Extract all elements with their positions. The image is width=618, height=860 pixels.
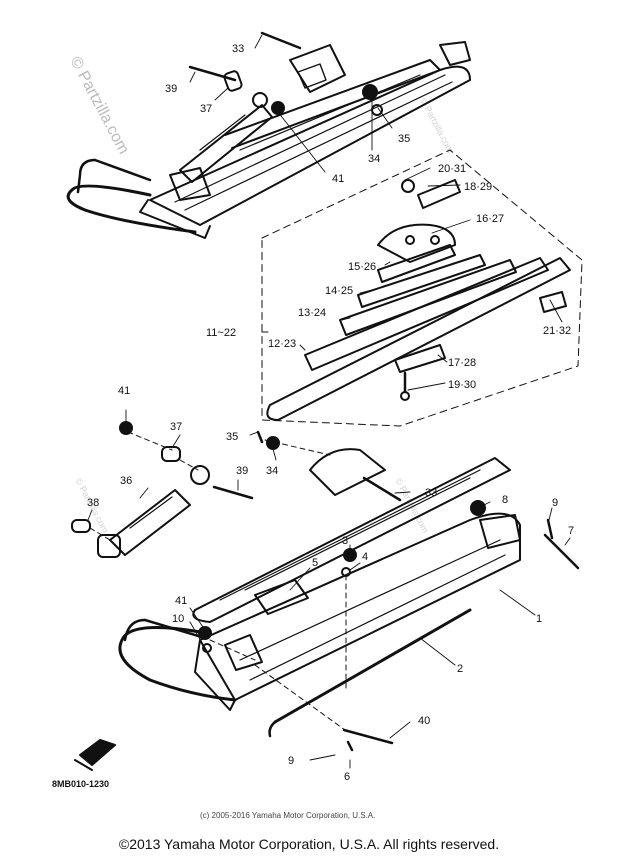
callout-37: 37 bbox=[200, 103, 212, 115]
callout-35: 35 bbox=[226, 431, 238, 443]
callout-17-28: 17·28 bbox=[448, 357, 476, 369]
watermark-partzilla: © Partzilla.com bbox=[66, 54, 132, 157]
callout-41: 41 bbox=[332, 173, 344, 185]
callout-21-32: 21·32 bbox=[543, 325, 571, 337]
callout-41: 41 bbox=[175, 595, 187, 607]
callout-2: 2 bbox=[457, 663, 463, 675]
callout-13-24: 13·24 bbox=[298, 307, 326, 319]
callout-37: 37 bbox=[170, 421, 182, 433]
callout-19-30: 19·30 bbox=[448, 379, 476, 391]
callout-35: 35 bbox=[398, 133, 410, 145]
copyright-notice: ©2013 Yamaha Motor Corporation, U.S.A. A… bbox=[118, 836, 500, 852]
callout-8: 8 bbox=[502, 494, 508, 506]
upper-ski-assembly bbox=[66, 31, 471, 239]
callout-38: 38 bbox=[87, 497, 99, 509]
callout-6: 6 bbox=[344, 771, 350, 783]
callout-39: 39 bbox=[165, 83, 177, 95]
callout-41: 41 bbox=[118, 385, 130, 397]
callout-15-26: 15·26 bbox=[348, 261, 376, 273]
callout-11-22: 11~22 bbox=[206, 327, 236, 339]
callout-3: 3 bbox=[342, 535, 348, 547]
callout-16-27: 16·27 bbox=[476, 213, 504, 225]
callout-36: 36 bbox=[120, 475, 132, 487]
callout-18-29: 18·29 bbox=[464, 181, 492, 193]
callout-labels: 33 39 37 35 34 41 20·31 18·29 16·27 15·2… bbox=[87, 43, 574, 783]
callout-14-25: 14·25 bbox=[325, 285, 353, 297]
callout-34: 34 bbox=[266, 465, 278, 477]
callout-12-23: 12·23 bbox=[268, 338, 296, 350]
callout-10: 10 bbox=[172, 613, 184, 625]
leaf-spring-exploded bbox=[261, 149, 583, 427]
callout-33: 33 bbox=[232, 43, 244, 55]
front-direction-arrow bbox=[74, 739, 116, 771]
callout-39: 39 bbox=[236, 465, 248, 477]
callout-20-31: 20·31 bbox=[438, 163, 466, 175]
callout-34: 34 bbox=[368, 153, 380, 165]
callout-33: 33 bbox=[425, 487, 437, 499]
callout-9: 9 bbox=[288, 755, 294, 767]
callout-1: 1 bbox=[536, 613, 542, 625]
callout-5: 5 bbox=[312, 557, 318, 569]
installation-lines bbox=[89, 431, 347, 731]
image-credit: (c) 2005-2016 Yamaha Motor Corporation, … bbox=[200, 811, 375, 820]
leader-lines bbox=[87, 34, 571, 769]
callout-9: 9 bbox=[552, 497, 558, 509]
diagram-code: 8MB010-1230 bbox=[52, 779, 109, 789]
callout-7: 7 bbox=[568, 525, 574, 537]
lower-ski-assembly bbox=[71, 421, 580, 752]
callout-4: 4 bbox=[362, 551, 368, 563]
callout-40: 40 bbox=[418, 715, 430, 727]
